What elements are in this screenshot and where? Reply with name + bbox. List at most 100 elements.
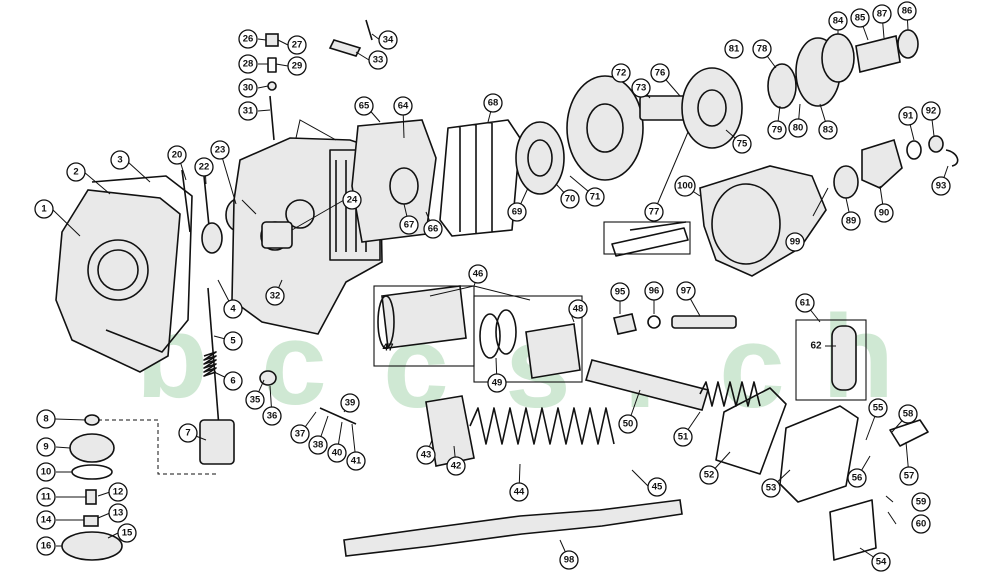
washer-91 bbox=[906, 140, 922, 160]
adaptor-plate bbox=[91, 175, 193, 353]
svg-text:73: 73 bbox=[636, 83, 647, 94]
callout-76: 76 bbox=[650, 63, 670, 83]
callout-58: 58 bbox=[898, 404, 918, 424]
svg-text:24: 24 bbox=[347, 195, 358, 206]
washer-10 bbox=[71, 464, 113, 480]
link-33 bbox=[328, 39, 362, 57]
callout-87: 87 bbox=[872, 4, 892, 24]
svg-text:51: 51 bbox=[678, 432, 689, 443]
svg-text:50: 50 bbox=[623, 419, 634, 430]
callout-23: 23 bbox=[210, 140, 230, 160]
callout-67: 67 bbox=[399, 215, 419, 235]
callout-8: 8 bbox=[36, 409, 56, 429]
nut-92 bbox=[928, 135, 944, 153]
callout-14: 14 bbox=[36, 510, 56, 530]
svg-text:43: 43 bbox=[421, 450, 432, 461]
callout-65: 65 bbox=[354, 96, 374, 116]
callout-49: 49 bbox=[487, 373, 507, 393]
pin-34 bbox=[365, 19, 373, 41]
svg-text:96: 96 bbox=[649, 286, 660, 297]
callout-91: 91 bbox=[898, 106, 918, 126]
svg-text:45: 45 bbox=[652, 482, 663, 493]
svg-text:80: 80 bbox=[793, 123, 804, 134]
callout-27: 27 bbox=[287, 35, 307, 55]
callout-61: 61 bbox=[795, 293, 815, 313]
lever-57 bbox=[889, 419, 929, 447]
svg-text:23: 23 bbox=[215, 145, 226, 156]
svg-text:33: 33 bbox=[373, 55, 384, 66]
callout-68: 68 bbox=[483, 93, 503, 113]
callout-89: 89 bbox=[841, 211, 861, 231]
callout-93: 93 bbox=[931, 176, 951, 196]
svg-text:69: 69 bbox=[512, 207, 523, 218]
callout-80: 80 bbox=[788, 118, 808, 138]
callout-54: 54 bbox=[871, 552, 891, 572]
svg-text:79: 79 bbox=[772, 125, 783, 136]
svg-text:37: 37 bbox=[295, 429, 306, 440]
callout-6: 6 bbox=[223, 371, 243, 391]
svg-text:38: 38 bbox=[313, 440, 324, 451]
callout-81: 81 bbox=[724, 39, 744, 59]
callout-85: 85 bbox=[850, 8, 870, 28]
svg-text:57: 57 bbox=[904, 471, 915, 482]
disc-69 bbox=[515, 121, 565, 195]
ring-49a bbox=[479, 313, 501, 359]
callout-1: 1 bbox=[34, 199, 54, 219]
svg-text:64: 64 bbox=[398, 101, 409, 112]
callout-12: 12 bbox=[108, 482, 128, 502]
selector-spring bbox=[203, 351, 217, 377]
callout-36: 36 bbox=[262, 406, 282, 426]
callout-83: 83 bbox=[818, 120, 838, 140]
svg-text:20: 20 bbox=[172, 150, 183, 161]
svg-text:90: 90 bbox=[879, 208, 890, 219]
valve-95 bbox=[613, 313, 637, 335]
callout-66: 66 bbox=[423, 219, 443, 239]
svg-text:77: 77 bbox=[649, 207, 660, 218]
svg-text:54: 54 bbox=[876, 557, 887, 568]
svg-text:11: 11 bbox=[41, 492, 52, 503]
ball-30 bbox=[267, 81, 277, 91]
pin-28 bbox=[267, 57, 277, 73]
svg-text:59: 59 bbox=[916, 497, 927, 508]
callout-92: 92 bbox=[921, 101, 941, 121]
rod-50 bbox=[584, 359, 710, 411]
split-pin-93 bbox=[945, 149, 959, 167]
svg-text:62: 62 bbox=[810, 341, 822, 352]
callout-53: 53 bbox=[761, 478, 781, 498]
spring-11 bbox=[85, 489, 97, 505]
callout-3: 3 bbox=[110, 150, 130, 170]
plate-52 bbox=[715, 387, 787, 475]
callout-90: 90 bbox=[874, 203, 894, 223]
callout-59: 59 bbox=[911, 492, 931, 512]
svg-text:89: 89 bbox=[846, 216, 857, 227]
callout-99: 99 bbox=[785, 232, 805, 252]
svg-text:32: 32 bbox=[270, 291, 281, 302]
svg-text:7: 7 bbox=[185, 428, 190, 439]
callout-45: 45 bbox=[647, 477, 667, 497]
svg-text:29: 29 bbox=[292, 61, 303, 72]
strainer-9 bbox=[69, 433, 115, 463]
svg-text:8: 8 bbox=[43, 414, 48, 425]
svg-text:44: 44 bbox=[514, 487, 525, 498]
svg-text:5: 5 bbox=[230, 336, 236, 347]
group-box-61-62 bbox=[795, 319, 867, 401]
svg-text:65: 65 bbox=[359, 101, 370, 112]
svg-text:83: 83 bbox=[823, 125, 834, 136]
callout-13: 13 bbox=[108, 503, 128, 523]
callout-37: 37 bbox=[290, 424, 310, 444]
callout-75: 75 bbox=[732, 134, 752, 154]
callout-62: 62 bbox=[810, 341, 822, 352]
annulus-75 bbox=[681, 67, 743, 149]
callout-4: 4 bbox=[223, 299, 243, 319]
solenoid-97 bbox=[671, 315, 737, 329]
plunger-31 bbox=[269, 95, 275, 141]
splined-shaft-73 bbox=[639, 95, 689, 121]
callout-40: 40 bbox=[327, 443, 347, 463]
callout-46: 46 bbox=[468, 264, 488, 284]
svg-text:87: 87 bbox=[877, 9, 888, 20]
svg-text:100: 100 bbox=[677, 181, 693, 192]
callout-86: 86 bbox=[897, 1, 917, 21]
cover-bore bbox=[87, 239, 149, 301]
gear-84 bbox=[821, 33, 855, 83]
